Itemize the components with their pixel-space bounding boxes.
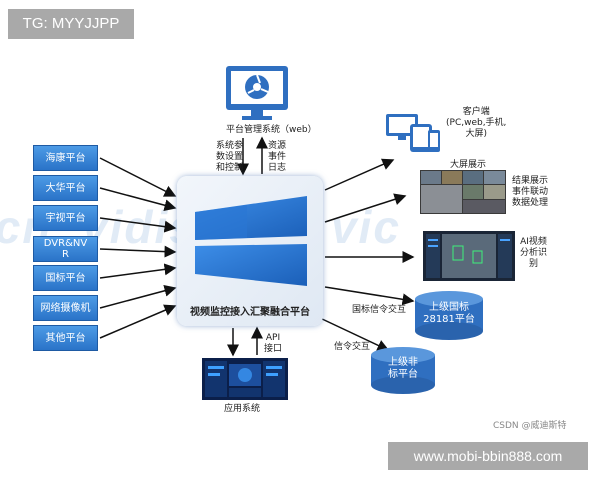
video-wall-icon — [420, 170, 506, 214]
client-label: 客户端 (PC,web,手机, 大屏) — [446, 107, 506, 140]
upper-gb-platform-cylinder — [415, 291, 483, 340]
upper-nongb-line: 上级非 — [388, 357, 418, 368]
source-hikvision: 海康平台 — [33, 145, 98, 171]
signal-interaction-label: 信令交互 — [334, 342, 371, 352]
param-settings-note: 系统参 数设置 和控制 — [216, 141, 243, 174]
upper-nongb-line: 标平台 — [388, 369, 418, 380]
source-dahua: 大华平台 — [33, 175, 98, 201]
monitor-icon — [226, 66, 288, 120]
application-dashboard-icon — [202, 358, 288, 400]
ai-analysis-screen-icon — [423, 231, 515, 281]
ai-line: AI视频 — [520, 237, 547, 247]
core-platform-label: 视频监控接入汇聚融合平台 — [190, 307, 310, 318]
client-line: 大屏) — [465, 129, 487, 139]
upper-gb-line: 上级国标 — [429, 302, 469, 313]
bigscreen-note-line: 事件联动 — [512, 187, 549, 197]
source-dvr-nvr: DVR&NV R — [33, 236, 98, 262]
resource-note-line: 事件 — [268, 152, 287, 162]
param-note-line: 系统参 — [216, 141, 244, 151]
bigscreen-title: 大屏展示 — [450, 160, 487, 170]
gb-signal-label: 国标信令交互 — [352, 305, 407, 315]
source-other: 其他平台 — [33, 325, 98, 351]
param-note-line: 和控制 — [216, 163, 244, 173]
application-system-label: 应用系统 — [224, 404, 261, 414]
resource-note-line: 日志 — [268, 163, 287, 173]
api-line: 接口 — [264, 344, 283, 354]
upper-gb-line: 28181平台 — [423, 314, 475, 325]
ai-label: AI视频 分析识 别 — [520, 237, 547, 270]
ai-line: 别 — [529, 259, 539, 269]
resource-log-note: 资源 事件 日志 — [268, 141, 286, 174]
upper-gb-label: 上级国标 28181平台 — [414, 302, 484, 326]
source-gb-platform: 国标平台 — [33, 265, 98, 291]
upper-nongb-platform-cylinder — [371, 347, 435, 394]
bigscreen-note: 结果展示 事件联动 数据处理 — [512, 176, 548, 209]
windows-logo-icon — [195, 196, 307, 286]
footer-url-banner[interactable]: www.mobi-bbin888.com — [388, 442, 588, 470]
client-line: 客户端 — [462, 107, 490, 117]
api-interface-label: API 接口 — [264, 333, 282, 355]
client-devices-icon — [386, 114, 440, 152]
api-line: API — [265, 333, 281, 343]
resource-note-line: 资源 — [268, 141, 287, 151]
csdn-credit: CSDN @威迪斯特 — [493, 421, 567, 431]
param-note-line: 数设置 — [216, 152, 244, 162]
client-line: (PC,web,手机, — [446, 118, 507, 128]
ai-line: 分析识 — [520, 248, 548, 258]
top-tag: TG: MYYJJPP — [8, 9, 134, 39]
bigscreen-note-line: 数据处理 — [512, 198, 549, 208]
source-uniview: 宇视平台 — [33, 205, 98, 231]
mgmt-system-label: 平台管理系统（web） — [226, 125, 317, 135]
bigscreen-note-line: 结果展示 — [512, 176, 549, 186]
upper-nongb-label: 上级非 标平台 — [370, 357, 436, 381]
source-ip-camera: 网络摄像机 — [33, 295, 98, 321]
